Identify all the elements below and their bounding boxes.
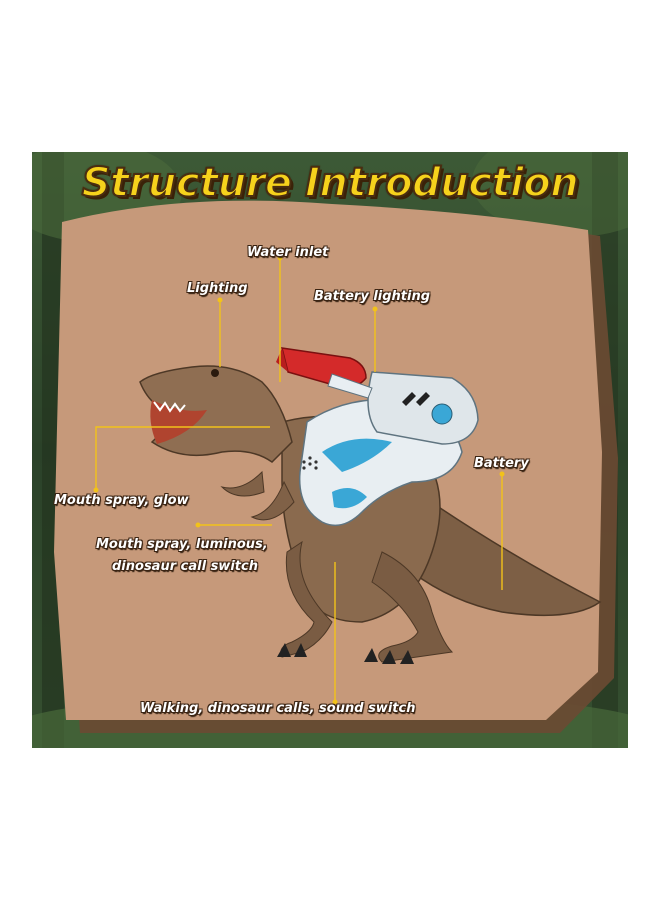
product-poster: Structure Introduction bbox=[32, 152, 628, 748]
dinosaur-toy-illustration bbox=[139, 347, 602, 664]
poster-title: Structure Introduction bbox=[81, 159, 580, 207]
label-battery-lighting: Battery lighting bbox=[314, 289, 431, 304]
label-lighting: Lighting bbox=[187, 281, 248, 296]
label-mouth-spray-switch-line2: dinosaur call switch bbox=[112, 559, 258, 574]
label-mouth-spray-glow: Mouth spray, glow bbox=[54, 493, 189, 508]
label-mouth-spray-switch-line1: Mouth spray, luminous, bbox=[96, 537, 268, 552]
label-water-inlet: Water inlet bbox=[247, 245, 329, 260]
label-battery: Battery bbox=[474, 456, 529, 471]
label-walking-switch: Walking, dinosaur calls, sound switch bbox=[140, 701, 416, 716]
